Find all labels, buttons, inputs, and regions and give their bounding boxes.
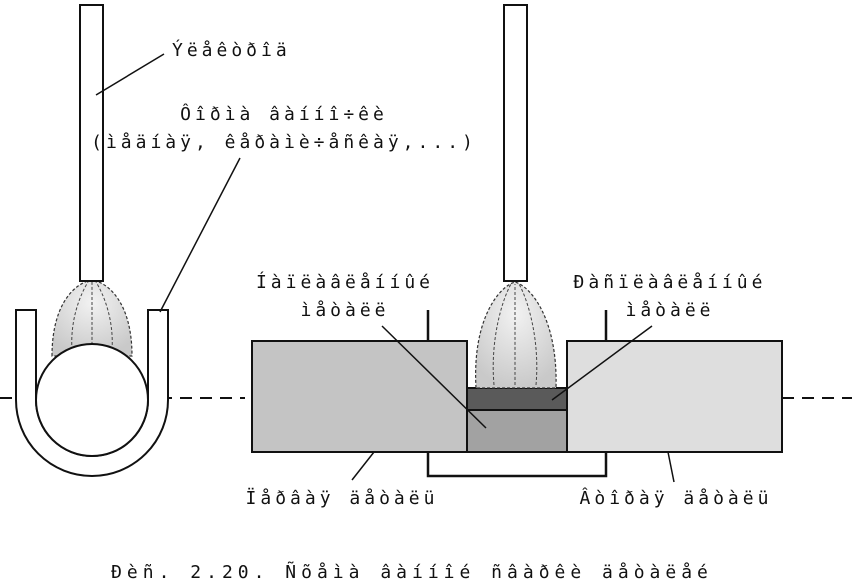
electrode-right	[503, 4, 528, 282]
label-molten-left-1: Íàïëàâëåííûé	[256, 271, 434, 293]
figure-caption: Ðèñ. 2.20. Ñõåìà âàííîé ñâàðêè äåòàëåé	[111, 561, 713, 583]
label-molten-left-2: ìåòàëë	[300, 300, 389, 321]
arc-line	[71, 281, 89, 351]
label-upper-part: Âòîðàÿ äåòàëü	[580, 487, 773, 509]
leader-molten-right	[551, 325, 653, 401]
electrode-left	[79, 4, 104, 282]
arc-line	[518, 283, 538, 386]
label-molten-right-2: ìåòàëë	[625, 300, 714, 321]
lower-part-block	[251, 340, 468, 453]
label-electrode: Ýëåêòðîä	[172, 39, 291, 61]
label-molten-right-1: Ðàñïëàâëåííûé	[574, 272, 767, 293]
rod-cross-section	[35, 343, 149, 457]
leader-molten-left	[381, 325, 487, 429]
upper-part-block	[566, 340, 783, 453]
leader-bath-shape	[159, 157, 241, 313]
leader-lower-part	[351, 451, 375, 481]
label-bath-shape-2: (ìåäíàÿ, êåðàìè÷åñêàÿ,...)	[91, 132, 477, 153]
leader-electrode	[95, 53, 165, 96]
arc-line	[492, 283, 512, 386]
arc-glow-right	[475, 281, 557, 389]
molten-deposited	[466, 409, 568, 453]
leader-upper-part	[667, 451, 675, 483]
arc-line	[95, 281, 113, 351]
label-bath-shape-1: Ôîðìà âàííî÷êè	[180, 103, 388, 125]
label-lower-part: Ïåðâàÿ äåòàëü	[246, 488, 439, 509]
molten-liquid	[466, 387, 568, 411]
